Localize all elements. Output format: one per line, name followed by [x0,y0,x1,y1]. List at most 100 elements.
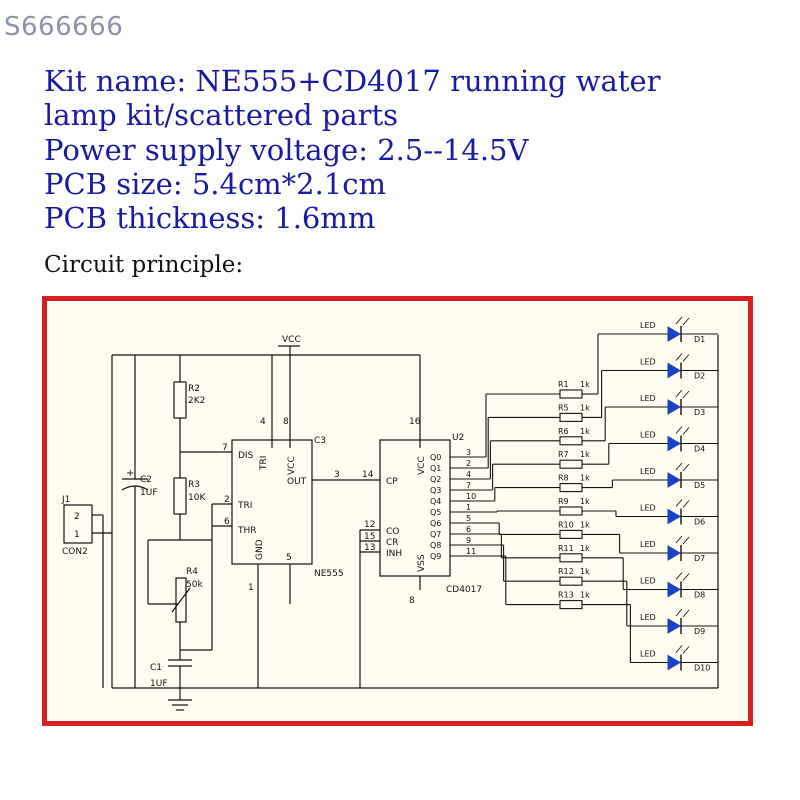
led-D7-icon [667,545,681,561]
led-ref-0: D1 [694,335,705,344]
j1-ref: J1 [61,495,70,505]
resistor-ref-3: R7 [558,450,569,459]
c1-ref: C1 [150,663,162,673]
ne555-gnd: GND [255,539,265,560]
led-D8-icon [667,581,681,598]
resistor-ref-0: R1 [558,380,569,389]
cd4017-output-Q9: Q9 [430,552,441,561]
led-D4-icon [667,435,681,452]
led-ref-9: D10 [694,664,710,673]
cd4017-pin16: 16 [409,417,421,427]
led-light-arrow-icon [675,535,690,545]
cd4017-output-Q3: Q3 [430,486,441,495]
cd4017-pin14: 14 [362,470,374,480]
r4-ref: R4 [186,567,198,577]
cd4017-name: CD4017 [446,585,482,595]
led-ref-5: D6 [694,518,705,527]
ne555-out: OUT [287,477,307,487]
resistor-value-3: 1k [580,450,590,459]
resistor-value-9: 1k [580,591,590,600]
cd4017-output-pin-1: 1 [466,503,471,512]
ne555-vcc: VCC [287,456,297,475]
led-label-0: LED [640,321,656,330]
led-light-arrow-icon [675,499,690,508]
led-ref-8: D9 [694,627,705,636]
c2-ref: C2 [140,475,152,485]
cd4017-output-Q0: Q0 [430,453,441,462]
ne555-pin6: 6 [224,517,230,527]
led-D3-icon [667,399,681,415]
ne555-tri-top: TRI [259,456,269,471]
led-label-7: LED [640,577,656,586]
spec-pcb-thickness: PCB thickness: 1.6mm [44,201,376,235]
ne555-ref: C3 [314,436,326,446]
led-ref-6: D7 [694,554,705,563]
resistor-R10 [559,529,583,539]
led-label-8: LED [640,613,656,622]
resistor-R11 [559,553,583,563]
c2-value: 1UF [140,488,158,498]
led-ref-4: D5 [694,481,705,490]
led-light-arrow-icon [675,353,690,362]
cd4017-vss: VSS [417,554,427,572]
led-light-arrow-icon [675,389,690,399]
resistor-value-8: 1k [580,567,590,576]
spec-kit-name-cont: lamp kit/scattered parts [44,98,399,132]
vcc-label: VCC [282,335,301,345]
led-D5-icon [667,472,681,488]
ne555-pin3: 3 [334,470,340,480]
led-D6-icon [667,508,681,525]
cd4017-output-Q8: Q8 [430,541,441,550]
j1-type: CON2 [62,547,88,557]
spec-kit-name: Kit name: NE555+CD4017 running water [44,64,661,98]
led-label-2: LED [640,394,656,403]
led-label-1: LED [640,358,656,367]
cd4017-output-Q2: Q2 [430,475,441,484]
ne555-pin1: 1 [248,583,254,593]
led-ref-2: D3 [694,408,705,417]
cd4017-output-Q4: Q4 [430,497,441,506]
r3-ref: R3 [188,480,200,490]
j1-pin1: 1 [74,530,80,540]
ne555-tri: TRI [237,501,252,511]
r2-ref: R2 [188,384,200,394]
spec-voltage: Power supply voltage: 2.5--14.5V [44,133,529,167]
led-light-arrow-icon [675,316,690,326]
cd4017-output-pin-6: 6 [466,525,471,534]
led-label-9: LED [640,650,656,659]
resistor-R12 [559,576,583,586]
cd4017-pin15: 15 [364,532,375,542]
spec-pcb-size: PCB size: 5.4cm*2.1cm [44,167,387,201]
cd4017-vcc: VCC [417,456,427,475]
static-wires [63,335,719,711]
resistor-value-7: 1k [580,544,590,553]
led-label-4: LED [640,467,656,476]
resistor-R8 [559,483,583,493]
cd4017-cr: CR [386,538,399,548]
cd4017-output-Q5: Q5 [430,508,441,517]
led-label-3: LED [640,431,656,440]
cd4017-output-pin-4: 4 [466,470,471,479]
resistor-ref-4: R8 [558,474,569,483]
resistor-value-5: 1k [580,497,590,506]
resistor-value-1: 1k [580,403,590,412]
cd4017-output-pin-7: 7 [466,481,471,490]
cd4017-inh: INH [386,549,402,559]
resistor-R1 [559,389,583,399]
resistor-value-6: 1k [580,520,590,529]
cd4017-output-pin-5: 5 [466,514,471,523]
circuit-principle-label: Circuit principle: [44,252,244,278]
resistor-R7 [559,459,583,469]
led-ref-3: D4 [694,445,705,454]
ne555-pin8: 8 [283,417,289,427]
cd4017-output-pin-11: 11 [466,547,476,556]
resistor-ref-7: R11 [558,544,574,553]
led-ref-1: D2 [694,372,705,381]
cd4017-output-pin-3: 3 [466,448,471,457]
cd4017-output-pin-2: 2 [466,459,471,468]
cd4017-output-pin-10: 10 [466,492,476,501]
cd4017-output-Q7: Q7 [430,530,441,539]
led-light-arrow-icon [675,572,690,581]
resistor-value-0: 1k [580,380,590,389]
